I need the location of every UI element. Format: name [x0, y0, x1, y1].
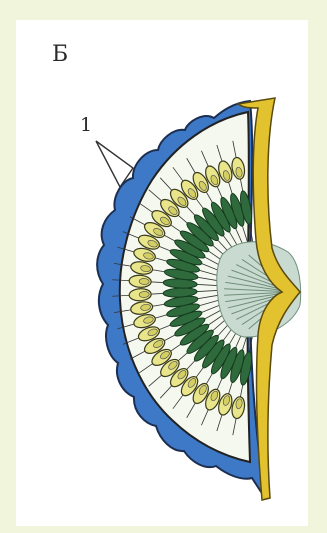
yellow-cell-nucleus [139, 291, 149, 298]
yellow-cell-nucleus [139, 278, 149, 285]
